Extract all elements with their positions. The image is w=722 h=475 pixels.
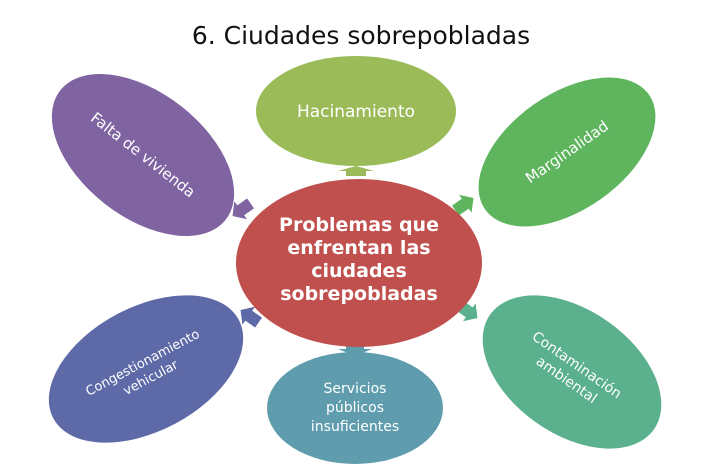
svg-text:Problemas que: Problemas que	[279, 214, 439, 236]
node-hacinamiento: Hacinamiento	[256, 56, 456, 166]
svg-text:enfrentan las: enfrentan las	[287, 237, 430, 259]
svg-text:públicos: públicos	[326, 400, 384, 416]
center-node: Problemas que enfrentan las ciudades sob…	[236, 179, 482, 347]
arrow-lower-left	[240, 306, 262, 328]
svg-text:Hacinamiento: Hacinamiento	[297, 102, 415, 122]
node-congestionamiento: Congestionamiento vehicular	[48, 295, 244, 443]
page-title: 6. Ciudades sobrepobladas	[192, 21, 530, 50]
node-marginalidad: Marginalidad	[478, 77, 656, 227]
node-falta-vivienda: Falta de vivienda	[51, 73, 235, 237]
node-servicios: Servicios públicos insuficientes	[267, 352, 443, 464]
svg-text:ciudades: ciudades	[311, 260, 407, 282]
arrow-upper-left	[232, 198, 254, 220]
arrow-up	[338, 166, 374, 176]
svg-text:sobrepobladas: sobrepobladas	[280, 283, 438, 305]
arrow-down	[338, 345, 372, 356]
svg-text:Servicios: Servicios	[324, 381, 387, 397]
node-contaminacion: Contaminación ambiental	[482, 295, 662, 449]
svg-text:insuficientes: insuficientes	[311, 419, 399, 435]
arrow-upper-right	[452, 194, 474, 216]
